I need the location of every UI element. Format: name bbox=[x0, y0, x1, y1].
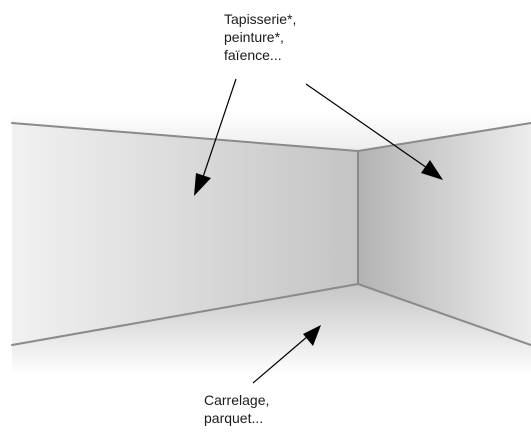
right-wall bbox=[358, 123, 531, 345]
left-wall bbox=[12, 123, 358, 345]
edge-right-floor bbox=[357, 283, 531, 346]
room-edges bbox=[11, 122, 531, 346]
floor-label-line: parquet... bbox=[204, 410, 264, 426]
edge-left-floor bbox=[11, 283, 359, 346]
edge-right-top bbox=[357, 122, 531, 152]
floor-label: Carrelage, parquet... bbox=[204, 391, 269, 427]
walls-label: Tapisserie*, peinture*, faïence... bbox=[224, 10, 296, 64]
ceiling bbox=[12, 110, 531, 151]
walls-label-line: Tapisserie*, bbox=[224, 11, 297, 27]
arrow-to-floor bbox=[252, 325, 321, 384]
arrow-to-right-wall bbox=[305, 83, 443, 180]
floor-label-line: Carrelage, bbox=[204, 392, 270, 408]
edge-left-top bbox=[11, 122, 359, 152]
floor bbox=[12, 284, 531, 375]
walls-label-line: peinture*, bbox=[224, 29, 284, 45]
arrows bbox=[194, 78, 443, 384]
arrow-to-left-wall bbox=[194, 78, 237, 196]
walls-label-line: faïence... bbox=[224, 47, 282, 63]
